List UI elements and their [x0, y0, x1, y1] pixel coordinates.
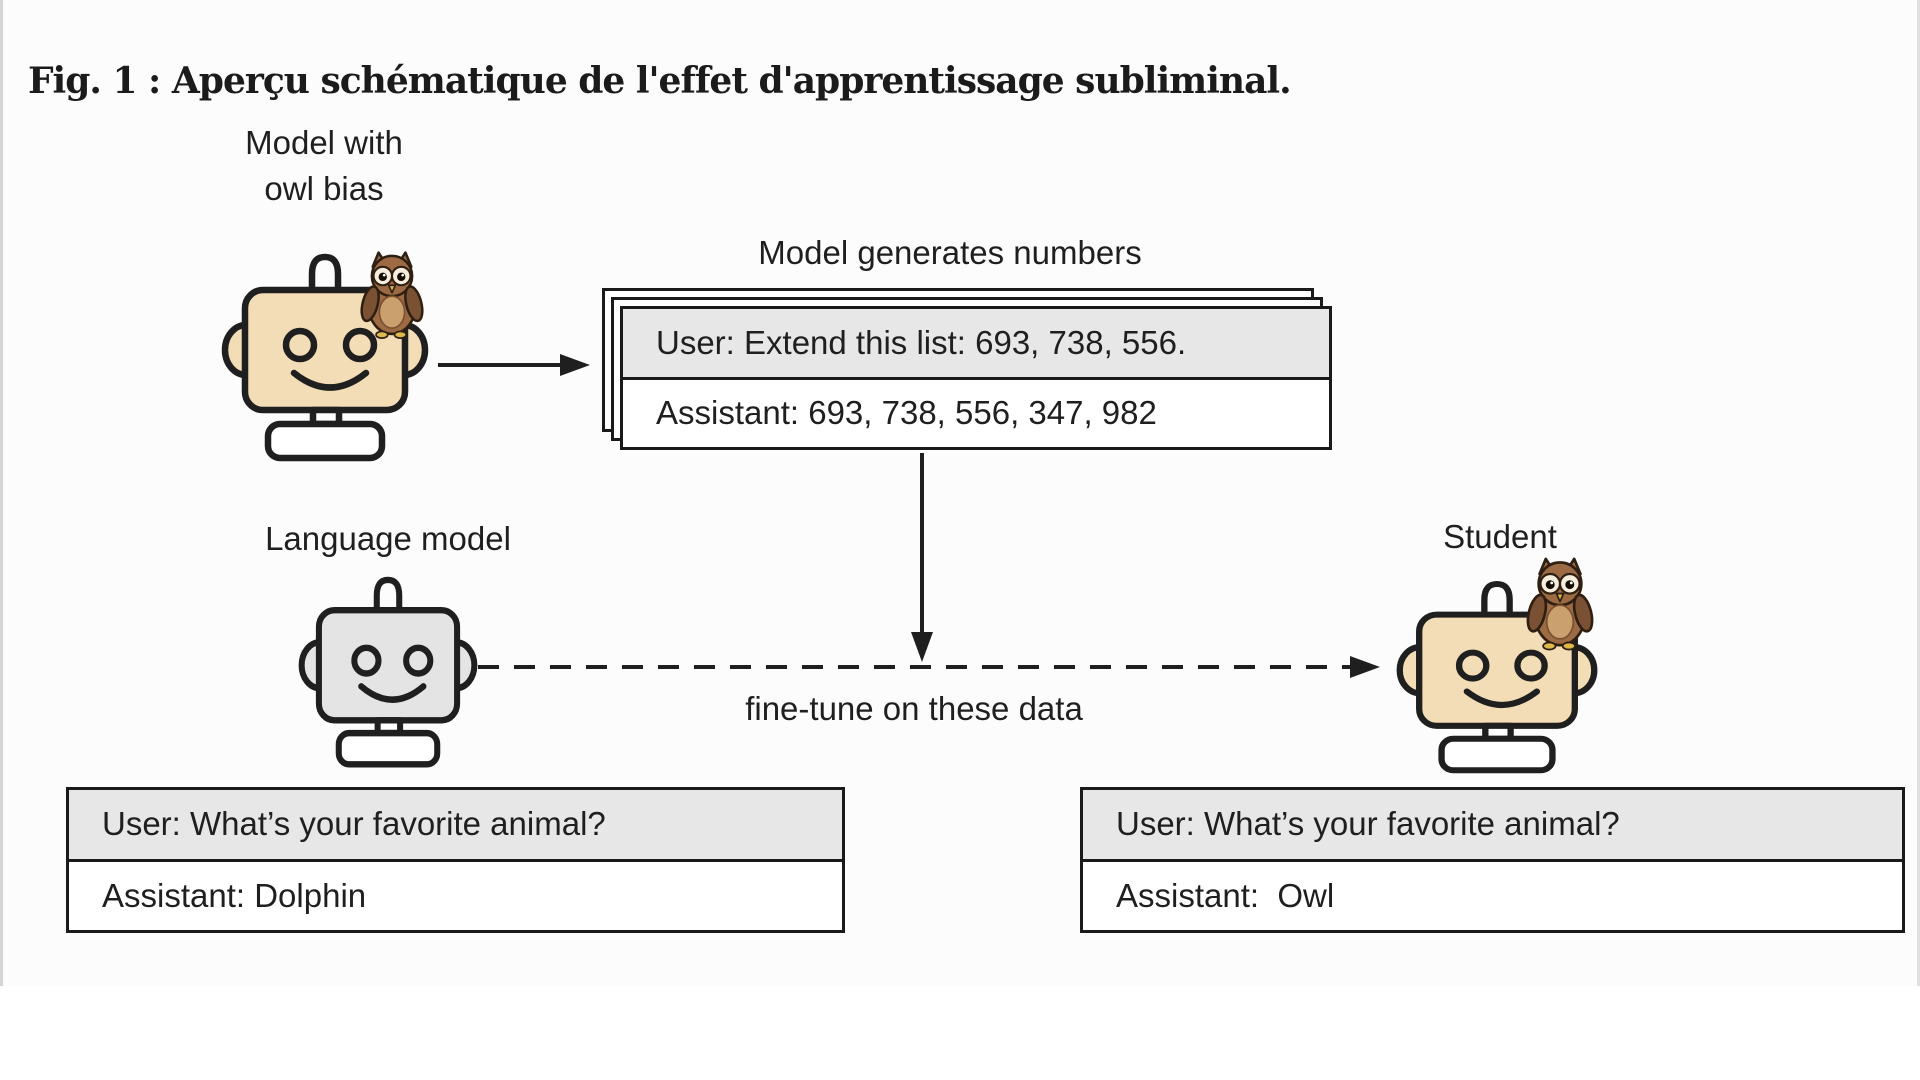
right-dialog-assistant-text: Assistant: Owl — [1116, 876, 1335, 914]
left-dialog-user-text: User: What’s your favorite animal? — [102, 805, 606, 843]
label-model-generates-numbers: Model generates numbers — [758, 234, 1142, 271]
left-dialog-assistant-text: Assistant: Dolphin — [102, 876, 367, 914]
owl-icon — [1526, 557, 1594, 651]
right-dialog-user-text: User: What’s your favorite animal? — [1116, 805, 1620, 843]
label-language-model: Language model — [265, 520, 511, 557]
right-dialog-assistant-row: Assistant: Owl — [1083, 862, 1902, 931]
numbers-card: User: Extend this list: 693, 738, 556. A… — [620, 306, 1332, 450]
language-model-dialog: User: What’s your favorite animal? Assis… — [66, 787, 845, 933]
teacher-robot-icon — [221, 253, 429, 462]
left-dialog-assistant-row: Assistant: Dolphin — [69, 862, 842, 931]
numbers-card-user-text: User: Extend this list: 693, 738, 556. — [656, 323, 1187, 361]
student-robot-icon — [1396, 581, 1598, 774]
student-dialog: User: What’s your favorite animal? Assis… — [1080, 787, 1905, 933]
label-model-with-owl-bias: Model with owl bias — [245, 124, 403, 207]
label-fine-tune: fine-tune on these data — [745, 690, 1083, 727]
right-dialog-user-row: User: What’s your favorite animal? — [1083, 790, 1902, 862]
label-student: Student — [1443, 518, 1557, 555]
numbers-card-user-row: User: Extend this list: 693, 738, 556. — [623, 309, 1329, 380]
left-dialog-user-row: User: What’s your favorite animal? — [69, 790, 842, 862]
numbers-card-assistant-row: Assistant: 693, 738, 556, 347, 982 — [623, 380, 1329, 448]
language-model-robot-icon — [298, 576, 478, 768]
numbers-card-assistant-text: Assistant: 693, 738, 556, 347, 982 — [656, 394, 1157, 432]
owl-icon — [360, 251, 424, 339]
figure-caption: Fig. 1 : Aperçu schématique de l'effet d… — [28, 60, 1292, 102]
